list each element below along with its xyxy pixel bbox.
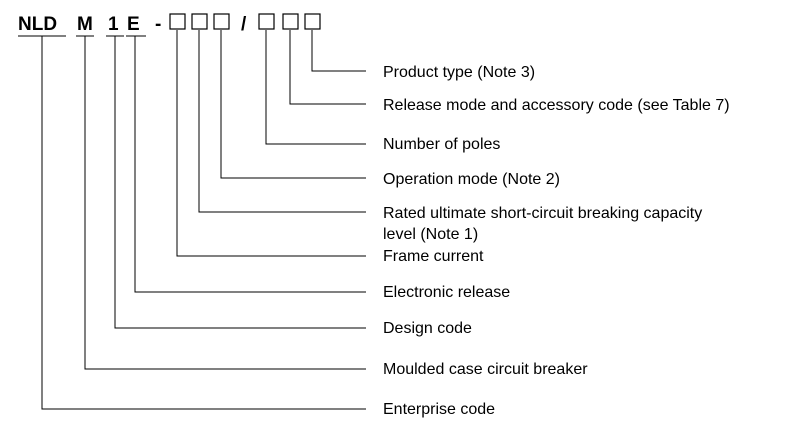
leader-design-code: [114, 36, 366, 329]
placeholder-box-product-type: [304, 13, 321, 30]
label-enterprise-code: Enterprise code: [383, 401, 495, 418]
label-frame-current: Frame current: [383, 248, 484, 265]
label-breaking-capacity-line1: Rated ultimate short-circuit breaking ca…: [383, 205, 702, 222]
label-poles: Number of poles: [383, 136, 500, 153]
label-operation: Operation mode (Note 2): [383, 171, 560, 188]
leader-electronic-release: [134, 36, 366, 293]
code-dash: -: [155, 14, 161, 35]
leader-enterprise-code: [41, 36, 366, 410]
label-mccb: Moulded case circuit breaker: [383, 361, 588, 378]
placeholder-box-poles: [258, 13, 275, 30]
label-electronic-release: Electronic release: [383, 284, 510, 301]
leader-release-accessory: [289, 30, 366, 105]
leader-poles: [265, 30, 366, 145]
label-breaking-capacity-line2: level (Note 1): [383, 226, 478, 243]
code-enterprise: NLD: [18, 14, 57, 35]
code-release: E: [127, 14, 140, 35]
code-type: M: [77, 14, 93, 35]
label-product-type: Product type (Note 3): [383, 64, 535, 81]
leader-breaking-capacity: [198, 30, 366, 213]
label-release-accessory: Release mode and accessory code (see Tab…: [383, 97, 730, 114]
leader-operation: [220, 30, 366, 179]
leader-frame-current: [176, 30, 366, 257]
placeholder-box-operation-mode: [213, 13, 230, 30]
leader-mccb: [84, 36, 366, 370]
placeholder-box-breaking-capacity: [191, 13, 208, 30]
code-design: 1: [108, 14, 119, 35]
placeholder-box-frame-current: [169, 13, 186, 30]
label-design-code: Design code: [383, 320, 472, 337]
code-slash: /: [241, 14, 247, 35]
leader-product-type: [311, 30, 366, 72]
placeholder-box-release-accessory: [282, 13, 299, 30]
